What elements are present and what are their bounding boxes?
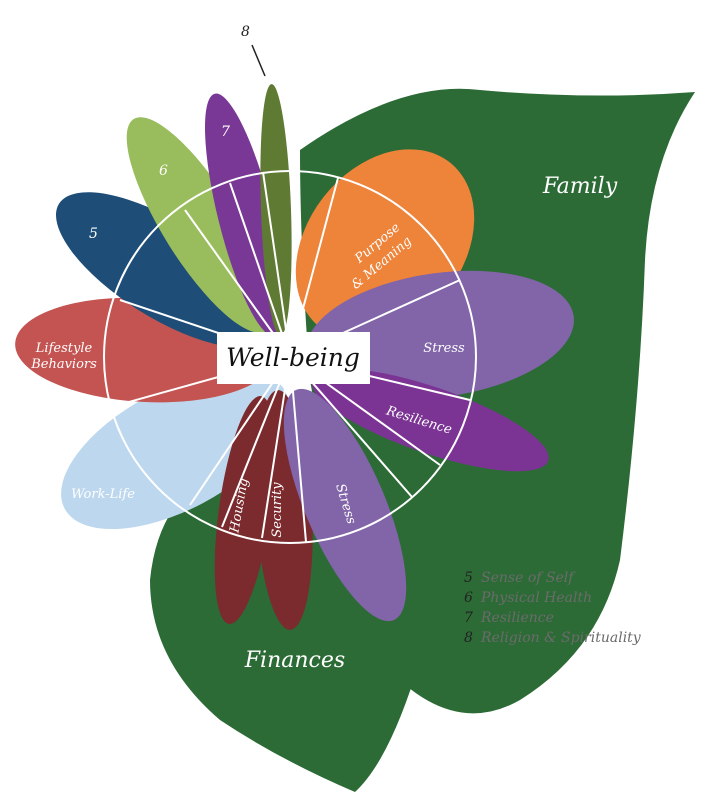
label-finances: Finances: [244, 648, 345, 673]
label-stress-right: Stress: [423, 341, 465, 356]
petal-number-7: 7: [221, 124, 230, 140]
label-security: Security: [270, 482, 285, 538]
legend-num-7: 7: [464, 610, 473, 626]
petal-stress-bottom: [283, 388, 407, 622]
legend-num-8: 8: [464, 630, 473, 646]
label-work-life: Work-Life: [71, 487, 135, 502]
legend-num-6: 6: [464, 590, 473, 606]
petal-7-resilience: [204, 93, 286, 337]
label-lifestyle-line2: Behaviors: [30, 357, 97, 372]
petal-resilience-right: [311, 368, 549, 472]
legend: 5 Sense of Self 6 Physical Health 7 Resi…: [464, 570, 642, 646]
petal-number-6: 6: [159, 163, 168, 179]
legend-num-5: 5: [464, 570, 473, 586]
callout-line-8: [251, 44, 266, 77]
petal-8-religion: [260, 84, 292, 336]
label-lifestyle-line1: Lifestyle: [35, 341, 93, 356]
legend-text-8: Religion & Spirituality: [480, 630, 642, 646]
callout-8: 8: [241, 24, 250, 40]
legend-text-7: Resilience: [480, 610, 554, 626]
legend-text-6: Physical Health: [480, 590, 592, 606]
center-box: [217, 332, 370, 384]
legend-text-5: Sense of Self: [481, 570, 576, 586]
center-label: Well-being: [226, 343, 360, 372]
petal-stress-right: [306, 270, 574, 400]
label-family: Family: [542, 174, 618, 199]
petal-number-5: 5: [89, 226, 98, 242]
petal-work-life: [61, 370, 289, 530]
